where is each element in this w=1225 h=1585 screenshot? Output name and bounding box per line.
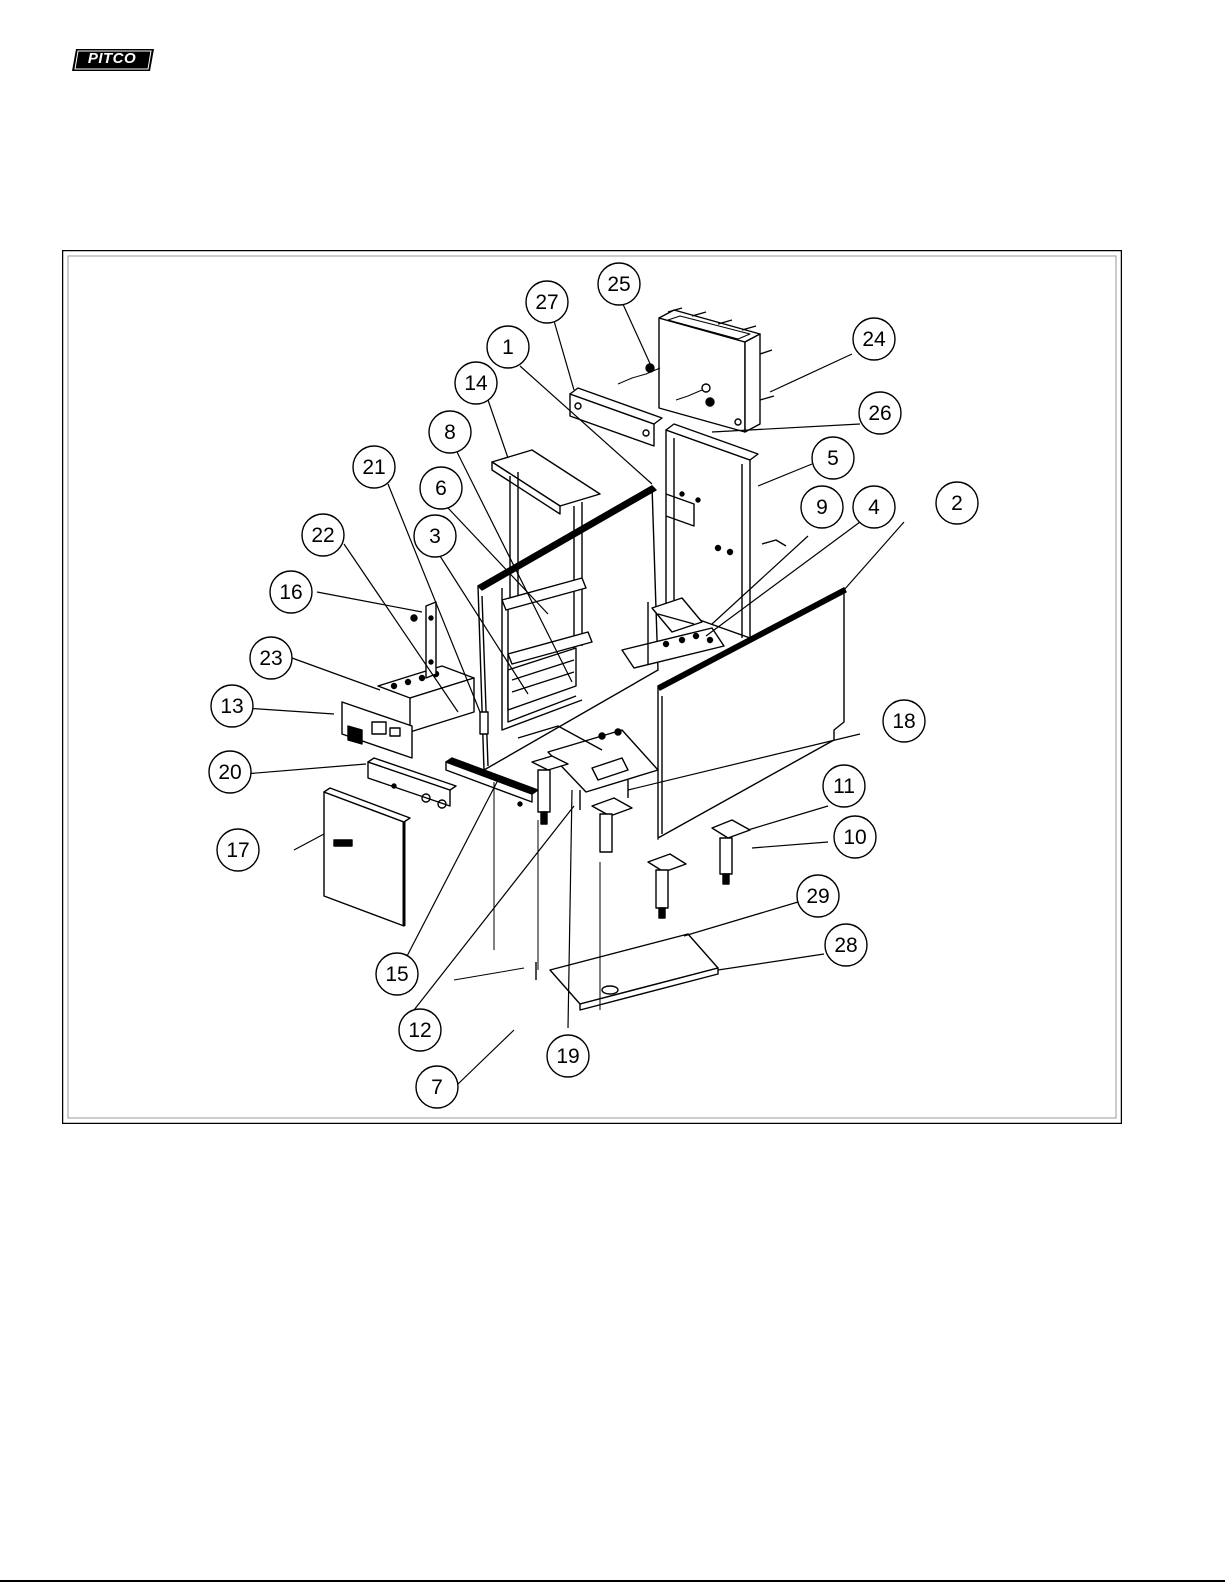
svg-text:15: 15 xyxy=(385,963,408,986)
callout-24: 24 xyxy=(853,318,895,360)
callout-20: 20 xyxy=(209,751,251,793)
callout-9: 9 xyxy=(801,486,843,528)
svg-text:17: 17 xyxy=(226,839,249,862)
svg-text:14: 14 xyxy=(464,372,488,395)
callout-23: 23 xyxy=(250,637,292,679)
svg-text:18: 18 xyxy=(892,710,915,733)
svg-text:2: 2 xyxy=(951,492,963,515)
callout-19: 19 xyxy=(547,1035,589,1077)
svg-text:26: 26 xyxy=(868,402,891,425)
callout-28: 28 xyxy=(825,924,867,966)
callout-26: 26 xyxy=(859,392,901,434)
svg-text:19: 19 xyxy=(556,1045,579,1068)
callout-16: 16 xyxy=(270,571,312,613)
callout-4: 4 xyxy=(853,486,895,528)
svg-text:29: 29 xyxy=(806,885,829,908)
svg-text:1: 1 xyxy=(502,336,514,359)
callout-21: 21 xyxy=(353,446,395,488)
callout-29: 29 xyxy=(797,875,839,917)
callout-7: 7 xyxy=(416,1066,458,1108)
svg-text:27: 27 xyxy=(535,291,558,314)
svg-text:9: 9 xyxy=(816,496,828,519)
callout-22: 22 xyxy=(302,514,344,556)
callout-6: 6 xyxy=(420,467,462,509)
callout-18: 18 xyxy=(883,700,925,742)
callout-8: 8 xyxy=(429,411,471,453)
callout-15: 15 xyxy=(376,953,418,995)
callout-27: 27 xyxy=(526,281,568,323)
svg-text:28: 28 xyxy=(834,934,857,957)
svg-text:8: 8 xyxy=(444,421,456,444)
exploded-view-figure: 1 2 3 4 5 6 7 8 9 10 11 12 13 14 15 16 1… xyxy=(62,250,1122,1124)
svg-text:21: 21 xyxy=(362,456,385,479)
callout-25: 25 xyxy=(598,263,640,305)
svg-text:3: 3 xyxy=(429,525,441,548)
svg-text:4: 4 xyxy=(868,496,880,519)
callout-10: 10 xyxy=(834,816,876,858)
svg-text:20: 20 xyxy=(218,761,241,784)
svg-text:22: 22 xyxy=(311,524,334,547)
svg-text:16: 16 xyxy=(279,581,302,604)
callout-3: 3 xyxy=(414,515,456,557)
svg-text:11: 11 xyxy=(833,775,855,798)
exploded-parts-diagram: 1 2 3 4 5 6 7 8 9 10 11 12 13 14 15 16 1… xyxy=(62,250,1122,1124)
svg-text:23: 23 xyxy=(259,647,282,670)
svg-text:7: 7 xyxy=(431,1076,443,1099)
pitco-logo: PITCO xyxy=(72,48,156,72)
svg-text:13: 13 xyxy=(220,695,243,718)
page-bottom-rule xyxy=(0,1580,1225,1582)
callout-14: 14 xyxy=(455,362,497,404)
callout-5: 5 xyxy=(812,437,854,479)
svg-text:6: 6 xyxy=(435,477,447,500)
callout-13: 13 xyxy=(211,685,253,727)
callout-12: 12 xyxy=(399,1009,441,1051)
svg-text:10: 10 xyxy=(843,826,866,849)
callout-1: 1 xyxy=(487,326,529,368)
svg-text:5: 5 xyxy=(827,447,839,470)
callout-11: 11 xyxy=(823,765,865,807)
callout-2: 2 xyxy=(936,482,978,524)
logo-text: PITCO xyxy=(72,48,152,70)
svg-text:25: 25 xyxy=(607,273,630,296)
svg-text:12: 12 xyxy=(408,1019,431,1042)
callout-17: 17 xyxy=(217,829,259,871)
svg-text:24: 24 xyxy=(862,328,886,351)
